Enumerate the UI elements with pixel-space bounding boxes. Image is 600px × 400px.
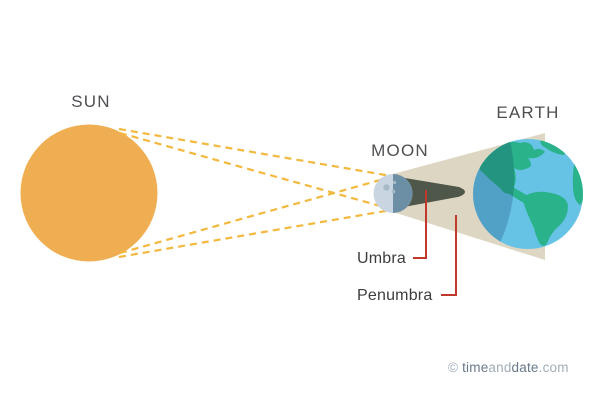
sun-ray-top-inner-dashed-line bbox=[119, 131, 392, 211]
earth-continent-north-america bbox=[479, 141, 545, 194]
earth-label: EARTH bbox=[496, 103, 559, 122]
umbra-label: Umbra bbox=[357, 250, 406, 267]
moon-label: MOON bbox=[371, 141, 429, 160]
penumbra-label: Penumbra bbox=[357, 287, 432, 304]
sun-label: SUN bbox=[71, 92, 111, 111]
moon-crater-icon bbox=[383, 184, 390, 191]
sun-ray-bottom-inner-dashed-line bbox=[119, 175, 392, 255]
earth-continent-east bbox=[572, 157, 583, 205]
moon bbox=[373, 174, 413, 213]
brand-and: and bbox=[488, 360, 511, 375]
moon-crater-icon bbox=[392, 180, 397, 185]
moon-dark-half bbox=[393, 174, 413, 213]
earth-shadow-overlay bbox=[473, 141, 515, 243]
earth-globe bbox=[473, 139, 583, 249]
brand-dotcom: .com bbox=[539, 360, 569, 375]
sun-ray-bottom-outer-dashed-line bbox=[118, 208, 392, 259]
umbra-pointer-line bbox=[413, 190, 427, 259]
penumbra-pointer-line bbox=[441, 215, 457, 296]
copyright-symbol: © bbox=[448, 360, 462, 375]
copyright-brand-link[interactable]: © timeanddate.com bbox=[448, 360, 569, 375]
earth-continent-south-america bbox=[522, 191, 568, 246]
sun-ray-top-outer-dashed-line bbox=[118, 127, 392, 178]
moon-crater-icon bbox=[391, 189, 396, 194]
sun-circle bbox=[20, 124, 158, 262]
brand-time: time bbox=[462, 360, 488, 375]
brand-date: date bbox=[512, 360, 539, 375]
